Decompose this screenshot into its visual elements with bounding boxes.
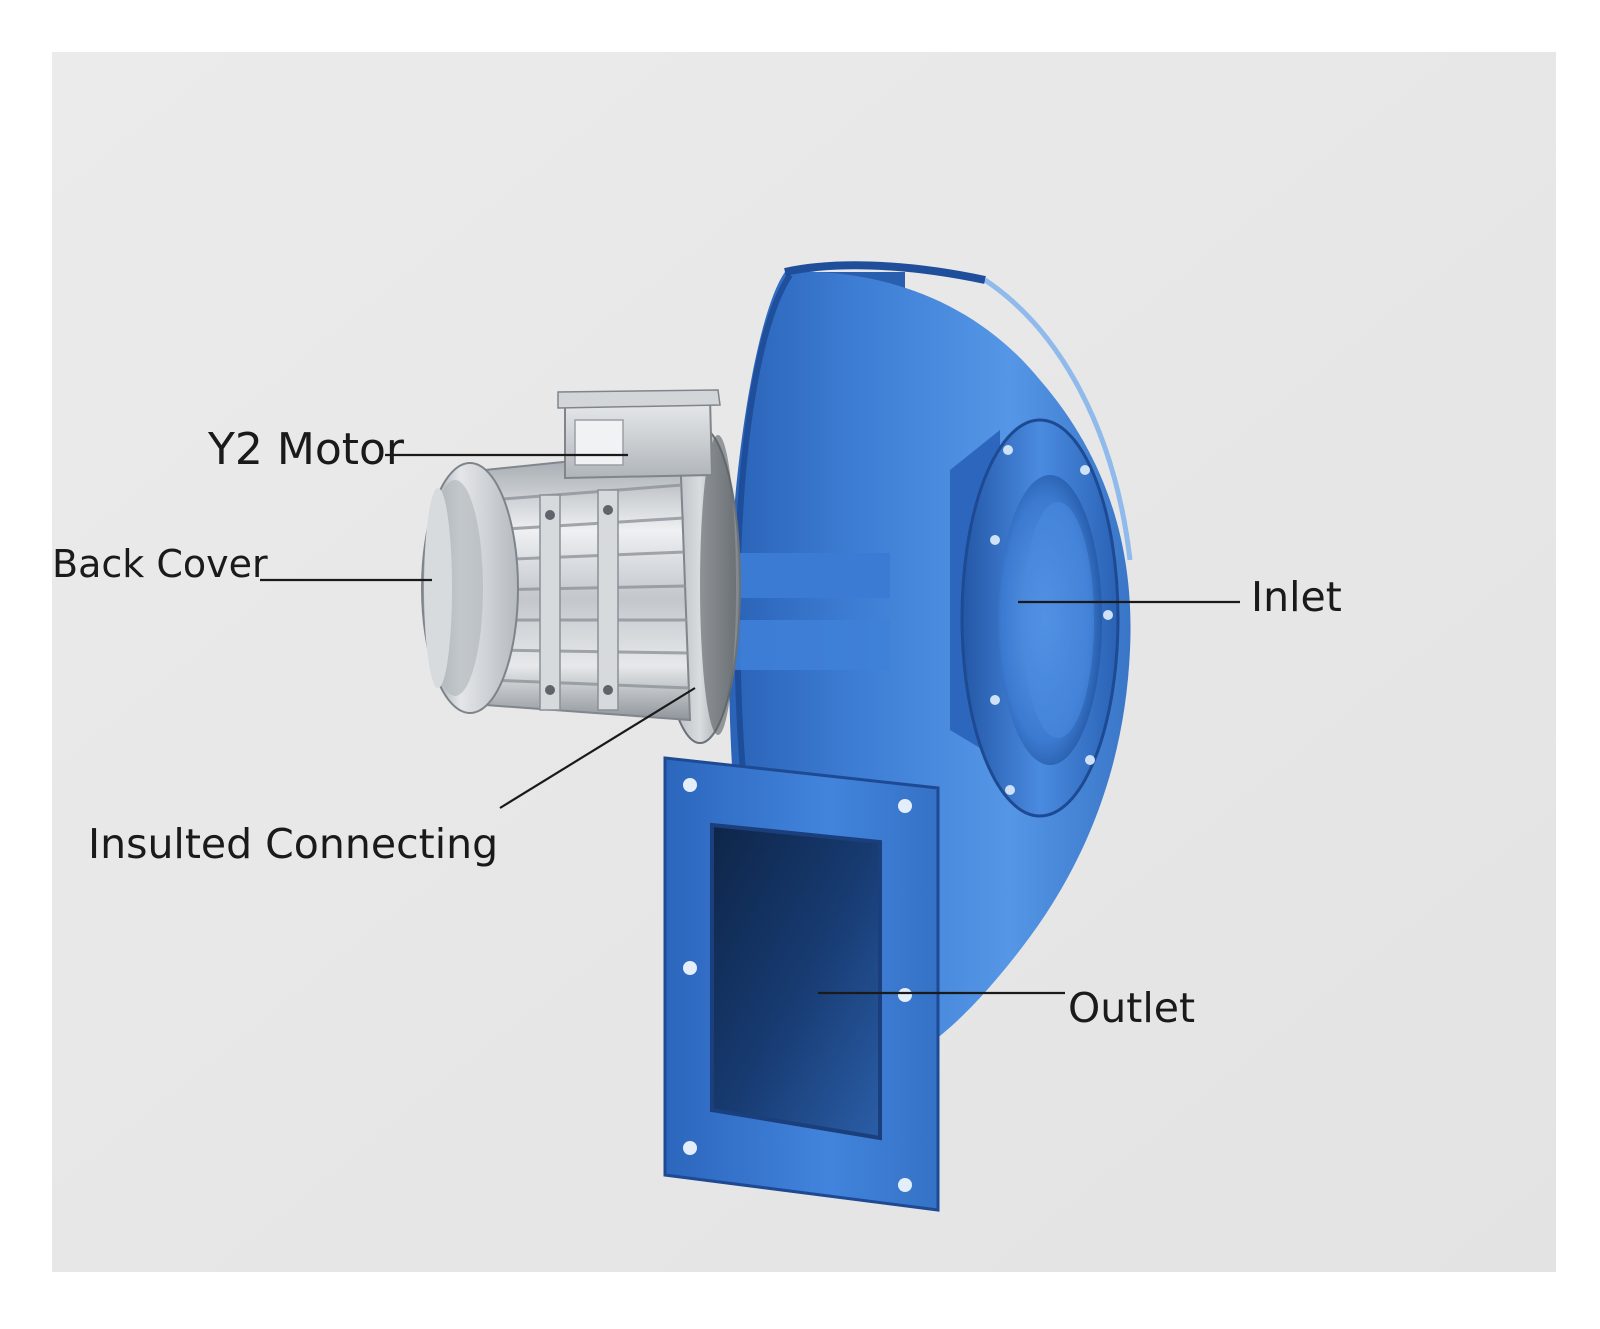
label-back-cover: Back Cover xyxy=(52,542,268,586)
housing-band xyxy=(728,553,890,598)
leader-lines xyxy=(260,453,1240,995)
label-outlet: Outlet xyxy=(1068,984,1196,1032)
label-y2-motor: Y2 Motor xyxy=(208,424,405,475)
label-insulated-connecting: Insulted Connecting xyxy=(88,820,499,868)
label-inlet: Inlet xyxy=(1251,573,1342,621)
inlet-flange xyxy=(950,418,1120,818)
leader-insulated xyxy=(499,687,696,809)
motor-assembly xyxy=(421,389,741,744)
outlet-duct xyxy=(663,756,940,1212)
